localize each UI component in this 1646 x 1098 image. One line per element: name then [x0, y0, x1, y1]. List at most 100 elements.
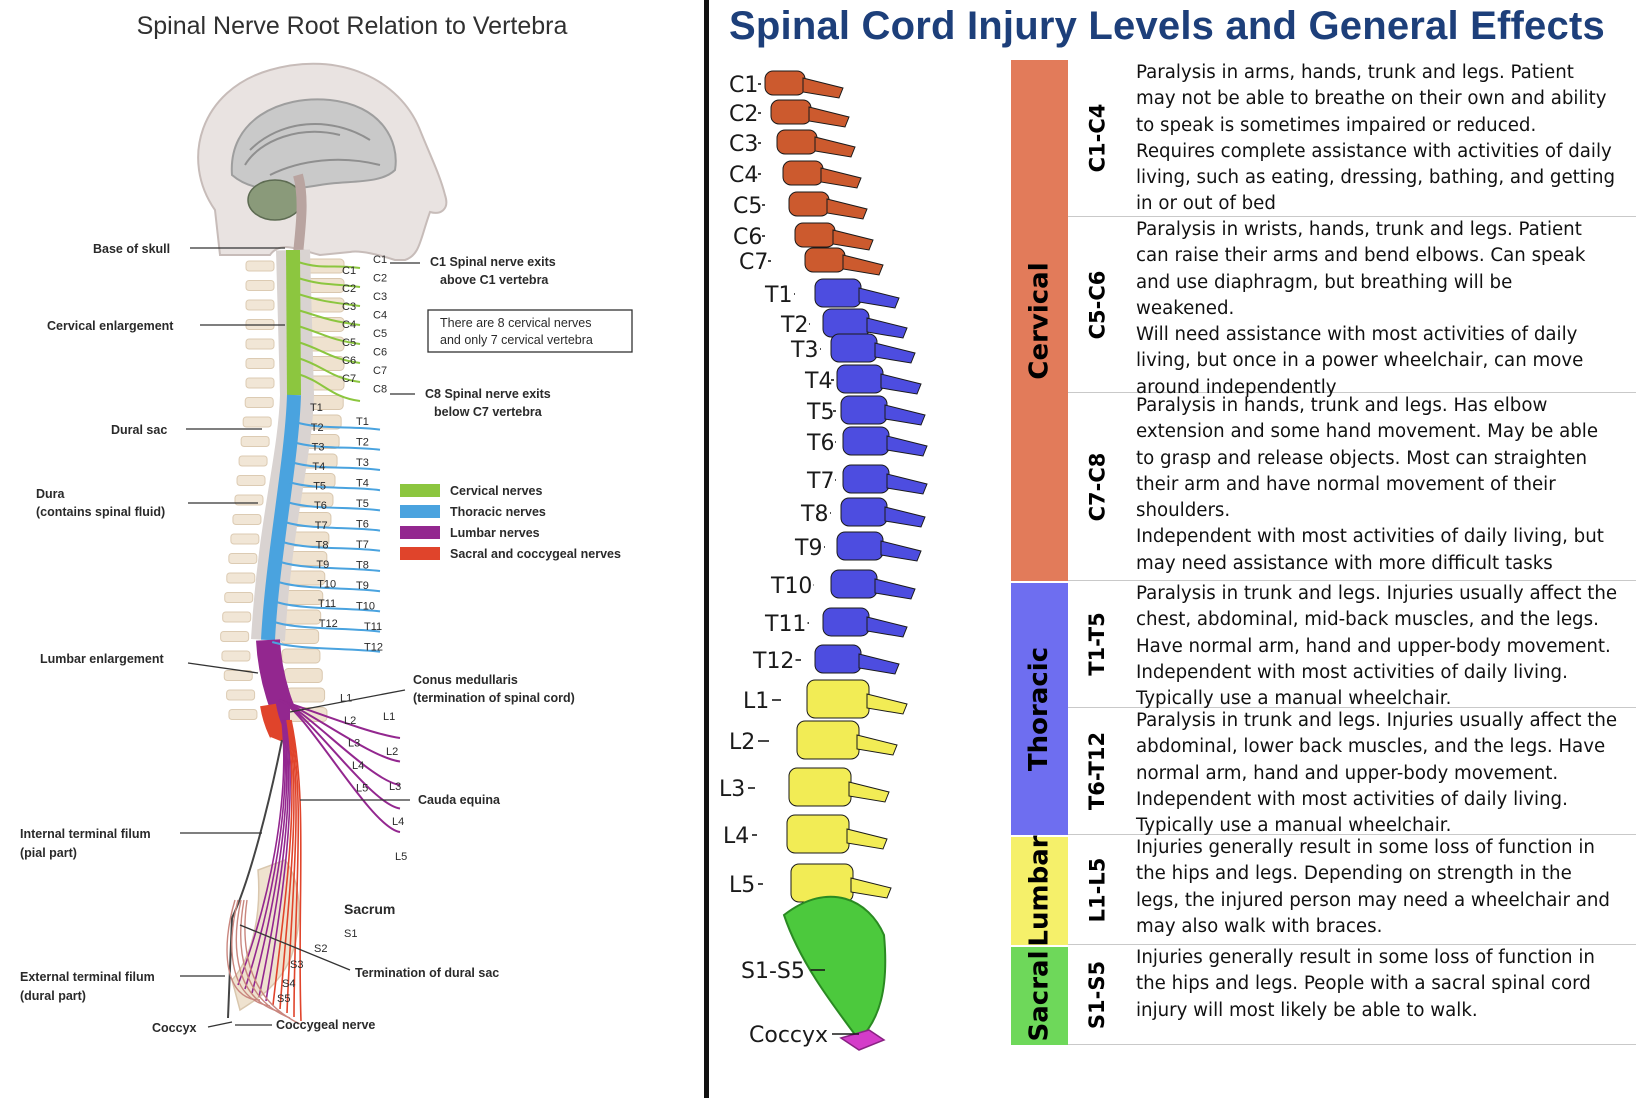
- sacral-nerve-fiber: [240, 899, 291, 1019]
- vertebra-label: T3: [312, 441, 325, 453]
- vertebra-process: [230, 533, 260, 545]
- spine-level-label: C1: [729, 73, 758, 98]
- nerve-root: [297, 277, 361, 288]
- vertebra-body: [814, 278, 862, 308]
- spinous-process: [886, 473, 928, 495]
- label-conus-line1: Conus medullaris: [413, 673, 518, 687]
- region-cell-sacral: Sacral: [1011, 945, 1068, 1045]
- label-conus-line2: (termination of spinal cord): [413, 691, 575, 705]
- vertebra-label: T2: [311, 422, 324, 434]
- vertebra-label: L2: [344, 715, 356, 727]
- vertebra-process: [245, 280, 275, 291]
- spinous-process: [884, 404, 926, 426]
- nerve-label: T1: [356, 416, 369, 428]
- spine-level-label: T2: [780, 313, 808, 338]
- label-internal-filum-line2: (pial part): [20, 846, 77, 860]
- spine-level-label: C4: [729, 163, 758, 188]
- level-label: T1-T5: [1085, 612, 1110, 676]
- vertebra-body: [786, 814, 850, 854]
- label-external-filum-line2: (dural part): [20, 989, 86, 1003]
- vertebra-body: [770, 99, 812, 125]
- spine-level-label: C3: [729, 132, 758, 157]
- cauda-equina-fiber: [290, 719, 302, 1022]
- nerve-root: [288, 481, 381, 492]
- nerve-label: C8: [373, 384, 387, 396]
- cauda-equina-fiber: [286, 719, 297, 1014]
- vertebra-body: [842, 464, 890, 494]
- vertebra-body: [830, 569, 878, 599]
- spinous-process: [880, 540, 922, 562]
- vertebra-process: [245, 338, 275, 350]
- label-c8-exit-line2: below C7 vertebra: [434, 405, 543, 419]
- cauda-equina-fiber: [289, 719, 300, 1018]
- nerve-label: T7: [356, 539, 369, 551]
- note-line1: There are 8 cervical nerves: [440, 316, 591, 330]
- vertebra-label: C4: [342, 319, 356, 331]
- sacral-nerve-label: S2: [314, 943, 327, 955]
- vertebra-body: [796, 720, 860, 760]
- vertebra-label: C7: [342, 373, 356, 385]
- level-label: T6-T12: [1085, 731, 1109, 811]
- cauda-equina-fiber: [272, 719, 293, 1006]
- vertebra-body: [840, 395, 888, 425]
- label-internal-filum-line1: Internal terminal filum: [20, 827, 151, 841]
- level-cell: T6-T12: [1068, 708, 1126, 835]
- level-label: C5-C6: [1085, 270, 1110, 339]
- vertebra-process: [245, 299, 275, 311]
- vertebra-body: [282, 609, 322, 625]
- cauda-equina-fiber: [251, 719, 288, 994]
- legend-swatch: [400, 547, 440, 560]
- spinous-process: [842, 254, 884, 276]
- label-dural-sac: Dural sac: [111, 423, 167, 437]
- sacral-nerve-fiber: [226, 899, 261, 1001]
- vertebra-body: [830, 333, 878, 363]
- level-cell: S1-S5: [1068, 945, 1126, 1045]
- spinous-process: [858, 653, 900, 675]
- vertebra-process: [224, 592, 254, 603]
- nerve-label: C3: [373, 291, 387, 303]
- spine-level-label: S1-S5: [741, 959, 805, 984]
- nerve-root: [297, 293, 361, 307]
- spinous-process: [884, 506, 926, 528]
- vertebra-label: T6: [314, 500, 327, 512]
- panel-divider: [704, 0, 709, 1098]
- vertebra-process: [228, 553, 258, 564]
- spine-level-label: T6: [806, 431, 834, 456]
- nerve-root: [297, 261, 361, 269]
- nerve-root: [275, 601, 381, 613]
- vertebra-body: [814, 644, 862, 674]
- label-cauda-equina: Cauda equina: [418, 793, 501, 807]
- spine-level-label: C2: [729, 102, 758, 127]
- spinous-process: [866, 317, 908, 339]
- vertebra-process: [238, 455, 268, 467]
- spinous-process: [858, 287, 900, 309]
- nerve-label: T5: [356, 498, 369, 510]
- spinous-process: [814, 136, 856, 158]
- sacral-nerve-fiber: [235, 899, 281, 1013]
- vertebra-body: [822, 607, 870, 637]
- vertebra-label: C6: [342, 355, 356, 367]
- nerve-label: C1: [373, 254, 387, 266]
- vertebra-body: [822, 308, 870, 338]
- spine-level-label: T11: [764, 612, 806, 637]
- vertebra-label: L3: [348, 738, 360, 750]
- sacral-nerve-label: S4: [282, 978, 295, 990]
- vertebra-level-labels: C1C2C3C4C5C6C7T1T2T3T4T5T6T7T8T9T10T11T1…: [310, 265, 368, 795]
- label-lumbar-enlargement: Lumbar enlargement: [40, 652, 164, 666]
- nerve-label: T3: [356, 457, 369, 469]
- vertebra-process: [240, 436, 270, 447]
- vertebra-label: C5: [342, 337, 356, 349]
- nerve-label: L4: [392, 816, 404, 828]
- nerve-root: [292, 441, 381, 451]
- vertebra-label: C2: [342, 283, 356, 295]
- effect-description: Paralysis in wrists, hands, trunk and le…: [1126, 217, 1636, 398]
- vertebra-process: [242, 416, 272, 428]
- effect-description: Injuries generally result in some loss o…: [1126, 835, 1636, 945]
- nerve-root: [297, 325, 361, 345]
- spinous-process: [832, 229, 874, 251]
- vertebra-body: [280, 629, 320, 644]
- spine-level-label: Coccyx: [749, 1023, 828, 1048]
- nerve-root: [284, 521, 381, 532]
- level-cell: T1-T5: [1068, 581, 1126, 708]
- vertebra-label: T11: [318, 598, 336, 610]
